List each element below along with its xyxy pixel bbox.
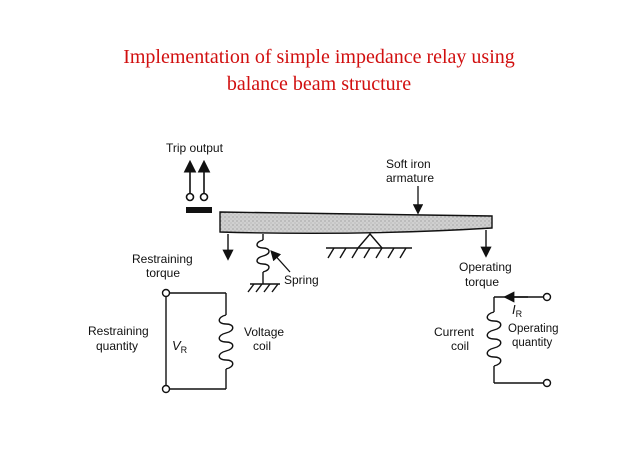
soft-iron-label-line-1: Soft iron — [386, 157, 431, 171]
restraining-torque-label-line-2: torque — [146, 266, 180, 280]
operating-torque-label-line-2: torque — [465, 275, 499, 289]
vr-main: V — [172, 338, 182, 353]
current-coil-circuit — [486, 292, 552, 388]
operating-torque-label-line-1: Operating — [459, 260, 512, 274]
spring-pointer — [270, 250, 291, 273]
restraining-quantity-label-line-1: Restraining — [88, 324, 149, 338]
soft-iron-label-line-2: armature — [386, 171, 434, 185]
operating-quantity-label-line-1: Operating — [508, 323, 559, 335]
vr-label: VR — [172, 338, 188, 355]
spring-label: Spring — [284, 273, 319, 287]
soft-iron-armature-beam — [219, 211, 493, 235]
current-coil-label-line-1: Current — [434, 325, 475, 339]
trip-output-label: Trip output — [166, 141, 224, 155]
voltage-coil-circuit — [161, 288, 234, 394]
voltage-coil-label-line-1: Voltage — [244, 325, 284, 339]
slide-title-line-1: Implementation of simple impedance relay… — [123, 46, 515, 68]
spring — [247, 234, 280, 293]
vr-subscript: R — [181, 345, 188, 355]
trip-contact-bar — [186, 207, 212, 213]
slide-title: Implementation of simple impedance relay… — [0, 44, 638, 98]
fulcrum-pivot — [326, 232, 412, 259]
trip-output-contacts — [183, 159, 211, 202]
ir-main: I — [512, 302, 516, 317]
restraining-torque-label-line-1: Restraining — [132, 252, 193, 266]
ir-subscript: R — [516, 309, 523, 319]
ir-label: IR — [512, 302, 523, 319]
slide-title-line-2: balance beam structure — [226, 73, 412, 95]
current-coil-label-line-2: coil — [451, 339, 469, 353]
restraining-quantity-label-line-2: quantity — [96, 339, 138, 353]
voltage-coil-label-line-2: coil — [253, 339, 271, 353]
operating-quantity-label-line-2: quantity — [512, 337, 553, 349]
